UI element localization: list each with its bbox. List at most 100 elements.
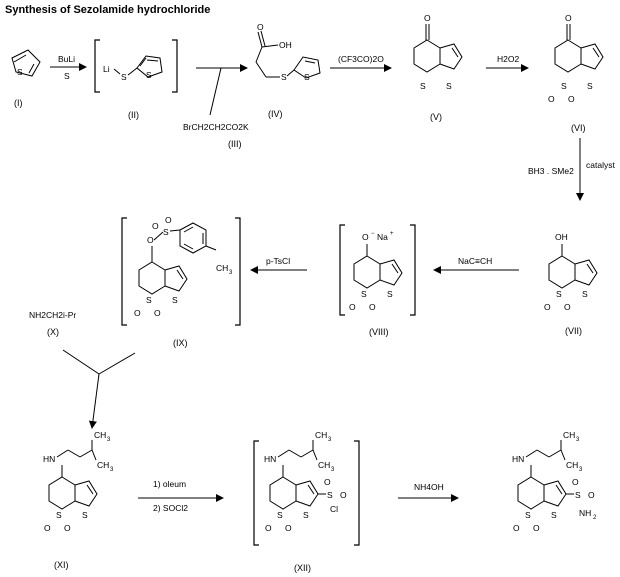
svg-text:O: O bbox=[369, 302, 376, 312]
reagent-peroxide: H2O2 bbox=[497, 54, 519, 64]
svg-text:CH: CH bbox=[94, 430, 106, 440]
reaction-arrow-10: NH4OH bbox=[398, 482, 459, 502]
svg-text:O: O bbox=[568, 94, 575, 104]
svg-text:O: O bbox=[165, 215, 172, 225]
svg-text:O: O bbox=[424, 13, 431, 23]
svg-text:HN: HN bbox=[264, 454, 276, 464]
svg-text:OH: OH bbox=[555, 232, 568, 242]
reaction-arrow-7: p-TsCl bbox=[250, 256, 307, 274]
svg-text:CH: CH bbox=[216, 263, 228, 273]
compound-label-3: (III) bbox=[228, 139, 242, 149]
reaction-arrow-3: (CF3CO)2O bbox=[330, 54, 392, 72]
svg-text:S: S bbox=[582, 289, 588, 299]
compound-hydroxy-sulfone: OH S O O S (VII) bbox=[544, 232, 598, 336]
svg-text:S: S bbox=[163, 227, 169, 237]
reagent-buli: BuLi bbox=[58, 54, 75, 64]
svg-text:CH: CH bbox=[315, 430, 327, 440]
svg-text:O: O bbox=[44, 523, 51, 533]
reagent-oleum: 1) oleum bbox=[153, 479, 186, 489]
svg-text:O: O bbox=[565, 13, 572, 23]
svg-text:Cl: Cl bbox=[330, 504, 338, 514]
svg-text:3: 3 bbox=[579, 467, 583, 473]
svg-text:O: O bbox=[564, 302, 571, 312]
compound-label-8: (VIII) bbox=[369, 327, 389, 337]
svg-text:O: O bbox=[362, 232, 369, 242]
reagent-isobutylamine: NH2CH2i-Pr bbox=[29, 310, 76, 320]
svg-text:S: S bbox=[561, 81, 567, 91]
svg-text:S: S bbox=[172, 295, 178, 305]
svg-text:O: O bbox=[152, 221, 159, 231]
svg-text:+: + bbox=[390, 231, 394, 237]
svg-text:O: O bbox=[257, 22, 264, 32]
svg-text:S: S bbox=[303, 510, 309, 520]
compound-label-7: (VII) bbox=[565, 326, 582, 336]
svg-text:3: 3 bbox=[229, 270, 233, 276]
svg-text:S: S bbox=[277, 510, 283, 520]
svg-text:O: O bbox=[134, 308, 141, 318]
compound-label-12: (XII) bbox=[294, 563, 311, 573]
compound-label-10: (X) bbox=[47, 327, 59, 337]
svg-text:3: 3 bbox=[107, 437, 111, 443]
reagent-thionyl-chloride: 2) SOCl2 bbox=[153, 503, 188, 513]
compound-thiopyranone: O S S (V) bbox=[413, 13, 463, 122]
compound-label-1: (I) bbox=[14, 98, 23, 108]
svg-text:3: 3 bbox=[576, 437, 580, 443]
reagent-tfaa: (CF3CO)2O bbox=[338, 54, 384, 64]
svg-text:S: S bbox=[82, 510, 88, 520]
svg-text:O: O bbox=[324, 477, 331, 487]
reagent-bromopropionate: BrCH2CH2CO2K bbox=[183, 122, 249, 132]
svg-text:S: S bbox=[361, 289, 367, 299]
svg-text:CH: CH bbox=[566, 460, 578, 470]
svg-text:2: 2 bbox=[593, 515, 597, 521]
reagent-catalyst: catalyst bbox=[586, 160, 615, 170]
svg-text:OH: OH bbox=[279, 40, 292, 50]
svg-text:O: O bbox=[588, 490, 595, 500]
reagent-sodium-acetylide: NaC≡CH bbox=[458, 256, 492, 266]
svg-text:S: S bbox=[146, 295, 152, 305]
svg-text:HN: HN bbox=[43, 454, 55, 464]
compound-isobutylamine: NH2CH2i-Pr (X) bbox=[29, 310, 76, 337]
svg-text:3: 3 bbox=[110, 467, 114, 473]
reaction-arrow-5: BH3 . SMe2 catalyst bbox=[528, 138, 615, 201]
svg-text:S: S bbox=[587, 81, 593, 91]
svg-text:Li: Li bbox=[103, 64, 110, 74]
svg-text:S: S bbox=[387, 289, 393, 299]
compound-ketosulfone: O S O O S (VI) bbox=[548, 13, 604, 133]
svg-text:O: O bbox=[513, 523, 520, 533]
svg-text:O: O bbox=[533, 523, 540, 533]
svg-text:O: O bbox=[64, 523, 71, 533]
svg-text:NH: NH bbox=[579, 508, 591, 518]
reaction-arrow-9: 1) oleum 2) SOCl2 bbox=[138, 479, 224, 513]
compound-sodium-alkoxide: O − Na + S O O S (VIII) bbox=[339, 224, 416, 337]
reaction-arrow-2: BrCH2CH2CO2K (III) bbox=[183, 64, 249, 149]
compound-label-6: (VI) bbox=[571, 123, 586, 133]
svg-text:O: O bbox=[544, 302, 551, 312]
svg-text:O: O bbox=[147, 235, 154, 245]
svg-text:S: S bbox=[281, 72, 287, 82]
svg-text:CH: CH bbox=[97, 460, 109, 470]
reaction-arrow-6: NaC≡CH bbox=[433, 256, 519, 274]
reagent-ammonium-hydroxide: NH4OH bbox=[414, 482, 444, 492]
svg-text:S: S bbox=[327, 490, 333, 500]
svg-text:O: O bbox=[340, 490, 347, 500]
reagent-tosyl-chloride: p-TsCl bbox=[266, 256, 290, 266]
compound-label-2: (II) bbox=[128, 110, 139, 120]
svg-text:S: S bbox=[304, 72, 310, 82]
svg-text:O: O bbox=[285, 523, 292, 533]
svg-text:Na: Na bbox=[377, 232, 388, 242]
svg-text:CH: CH bbox=[318, 460, 330, 470]
reaction-arrow-1: BuLi S bbox=[50, 54, 87, 81]
svg-text:S: S bbox=[446, 81, 452, 91]
compound-tosylate: O S O O CH 3 S O O S (IX) bbox=[121, 215, 241, 348]
scheme-title: Synthesis of Sezolamide hydrochloride bbox=[5, 4, 210, 16]
svg-text:O: O bbox=[349, 302, 356, 312]
svg-text:−: − bbox=[371, 231, 375, 237]
svg-text:S: S bbox=[575, 490, 581, 500]
svg-text:S: S bbox=[420, 81, 426, 91]
compound-label-5: (V) bbox=[430, 112, 442, 122]
svg-text:S: S bbox=[556, 289, 562, 299]
svg-text:S: S bbox=[17, 67, 23, 77]
compound-thiophene: S (I) bbox=[11, 49, 41, 108]
compound-amino-sulfone: HN CH 3 CH 3 S O O S (XI) bbox=[43, 430, 114, 570]
